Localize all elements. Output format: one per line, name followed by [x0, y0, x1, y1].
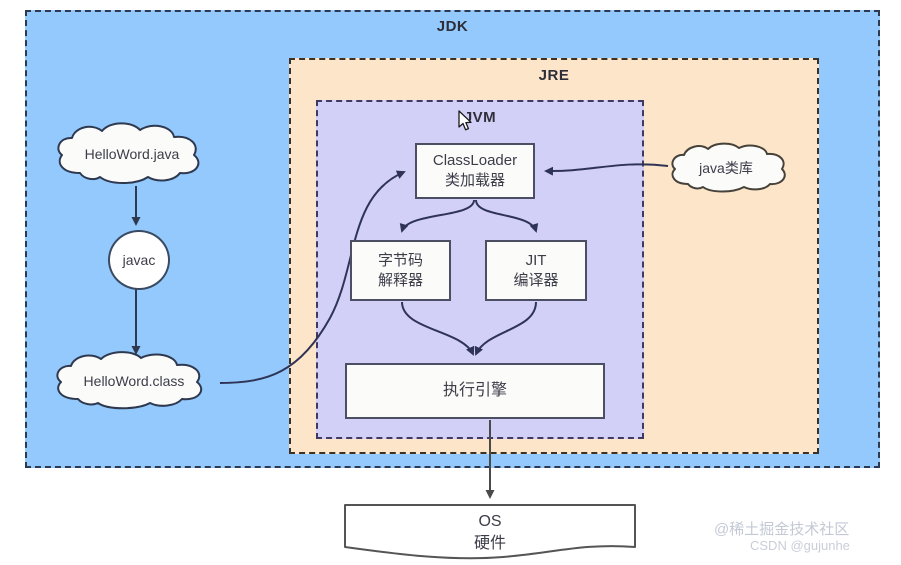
jit-compiler-label-2: 编译器 — [513, 271, 559, 289]
jdk-label: JDK — [436, 18, 469, 35]
class-file-cloud: HelloWord.class — [48, 351, 220, 410]
watermark-secondary: CSDN @gujunhe — [750, 538, 850, 553]
bytecode-interpreter-label-1: 字节码 — [377, 251, 423, 269]
watermark-primary: @稀土掘金技术社区 — [714, 521, 850, 538]
java-library-cloud: java类库 — [666, 142, 786, 193]
execution-engine-label: 执行引擎 — [442, 382, 507, 400]
classloader-label-zh: 类加载器 — [444, 172, 505, 189]
jre-label: JRE — [538, 67, 570, 84]
source-file-cloud: HelloWord.java — [48, 122, 216, 185]
jvm-label: JVM — [463, 109, 497, 126]
hardware-label: 硬件 — [473, 534, 506, 552]
execution-engine-node: 执行引擎 — [345, 363, 605, 419]
os-hardware-text: OS 硬件 — [343, 511, 637, 554]
javac-node: javac — [108, 230, 170, 290]
classloader-node: ClassLoader 类加载器 — [415, 143, 535, 199]
bytecode-interpreter-label-2: 解释器 — [377, 271, 423, 289]
jit-compiler-label-1: JIT — [525, 251, 547, 269]
javac-label: javac — [122, 252, 156, 268]
classloader-label-en: ClassLoader — [432, 152, 518, 170]
os-hardware-node: OS 硬件 — [343, 503, 637, 563]
bytecode-interpreter-node: 字节码 解释器 — [350, 240, 451, 301]
mouse-cursor-icon — [458, 110, 474, 132]
os-label: OS — [478, 513, 502, 530]
jit-compiler-node: JIT 编译器 — [485, 240, 587, 301]
